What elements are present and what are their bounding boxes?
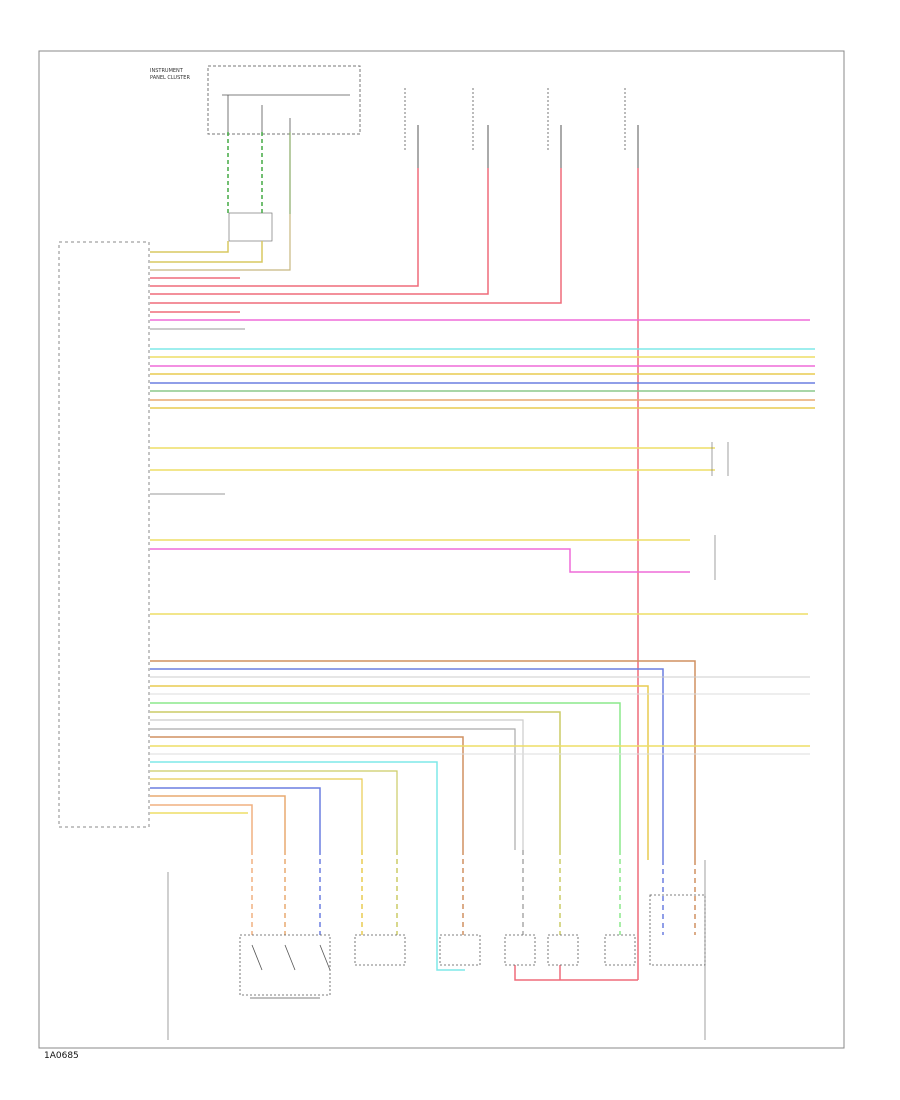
range-selector-switch bbox=[239, 934, 331, 999]
hot-in-run-fuse-2 bbox=[547, 88, 562, 168]
engine-control-module bbox=[58, 241, 150, 828]
diagram-frame bbox=[38, 50, 845, 1049]
svg-text:INSTRUMENT: INSTRUMENT bbox=[150, 68, 184, 74]
shift-solenoid-b bbox=[604, 934, 636, 966]
tcm-connector bbox=[711, 442, 729, 476]
pressure-control-solenoid bbox=[439, 934, 481, 966]
diagram-code: 1A0685 bbox=[44, 1051, 79, 1061]
output-speed-sensor bbox=[649, 894, 706, 966]
lower-harness-dashes bbox=[251, 850, 696, 935]
hot-at-all-times-fuse bbox=[404, 88, 419, 168]
hot-in-run-fuse-1 bbox=[472, 88, 489, 168]
fluid-temp-sensor bbox=[354, 934, 406, 966]
shift-solenoid-a bbox=[547, 934, 579, 966]
instrument-panel-cluster: INSTRUMENT PANEL CLUSTER bbox=[150, 65, 361, 135]
tcc-solenoid bbox=[504, 934, 536, 966]
svg-text:PANEL CLUSTER: PANEL CLUSTER bbox=[150, 75, 190, 81]
hot-in-start-fuse bbox=[624, 88, 639, 168]
ecm-connector bbox=[228, 212, 273, 242]
